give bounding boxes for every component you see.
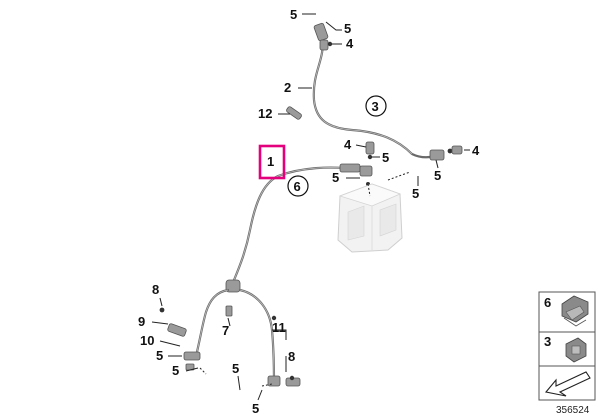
- callout-8-left: 8: [152, 282, 159, 297]
- legend-panel: 6 3: [538, 291, 596, 401]
- callout-5-lower-left: 5: [156, 348, 163, 363]
- callout-5-far-right: 5: [434, 168, 441, 183]
- callout-5-top-right: 5: [344, 21, 351, 36]
- callout-4-right: 4: [472, 143, 480, 158]
- callout-2: 2: [284, 80, 291, 95]
- abs-unit: [337, 183, 403, 253]
- callout-5-mid: 5: [382, 150, 389, 165]
- clamp-icon: [565, 337, 587, 363]
- callout-5-lower-left-2: 5: [172, 363, 179, 378]
- callout-4-top: 4: [346, 36, 354, 51]
- callout-11: 11: [272, 320, 286, 335]
- brake-line-lower-right: [238, 288, 276, 386]
- right-fitting: [429, 149, 445, 161]
- callout-6-circle: [287, 175, 309, 197]
- callout-3: 3: [372, 99, 379, 114]
- top-fitting: [313, 22, 329, 42]
- callout-9: 9: [138, 314, 145, 329]
- callout-1: 1: [267, 154, 274, 169]
- legend-item-6: 6: [544, 295, 551, 310]
- callout-7: 7: [222, 323, 229, 338]
- callout-4-mid: 4: [344, 137, 352, 152]
- callout-12: 12: [258, 106, 272, 121]
- clip-icon: [561, 295, 589, 327]
- junction-block: [225, 279, 241, 293]
- callout-5-bottom-2: 5: [252, 401, 259, 416]
- legend-item-3: 3: [544, 334, 551, 349]
- callout-3-circle: [365, 95, 387, 117]
- callout-6: 6: [294, 179, 301, 194]
- callout-10: 10: [140, 333, 154, 348]
- figure-number: 356524: [556, 405, 590, 416]
- part-12-pin: [286, 106, 302, 120]
- highlight-box: [258, 144, 286, 180]
- callout-8-right: 8: [288, 349, 295, 364]
- callout-5-top: 5: [290, 7, 297, 22]
- callout-5-bottom: 5: [232, 361, 239, 376]
- callout-5-abs-right: 5: [412, 186, 419, 201]
- direction-arrow-icon: [544, 371, 591, 397]
- callout-5-left-abs: 5: [332, 170, 339, 185]
